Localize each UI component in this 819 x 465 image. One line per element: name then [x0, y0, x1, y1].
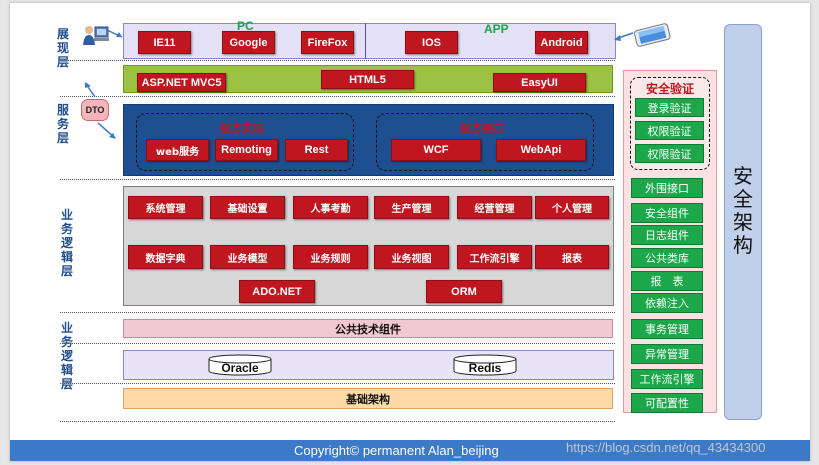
service-impl-title: 服务实现 — [220, 122, 264, 135]
security-architecture-label: 安全架构 — [733, 164, 753, 257]
service-remoting: Remoting — [215, 139, 278, 161]
database-oracle: Oracle — [208, 354, 272, 376]
browser-ie11: IE11 — [138, 31, 191, 54]
module-basic-settings: 基础设置 — [210, 196, 285, 219]
security-architecture-column: 安全架构 — [724, 24, 762, 420]
service-iface-group — [376, 113, 594, 171]
module-production: 生产管理 — [374, 196, 449, 219]
database-icon — [208, 354, 272, 376]
database-oracle-label: Oracle — [221, 361, 259, 375]
app-ios: IOS — [405, 31, 458, 54]
module-business-model: 业务模型 — [210, 245, 285, 269]
security-log-component: 日志组件 — [631, 225, 703, 245]
security-reports: 报 表 — [631, 271, 703, 291]
security-permission-verify-2: 权限验证 — [635, 144, 704, 163]
service-impl-group — [136, 113, 354, 171]
module-orm: ORM — [426, 280, 502, 303]
service-iface-title: 服务接口 — [460, 122, 504, 135]
module-data-dictionary: 数据字典 — [128, 245, 203, 269]
tech-easyui: EasyUI — [493, 73, 586, 92]
service-rest: Rest — [285, 139, 348, 161]
security-component: 安全组件 — [631, 203, 703, 223]
module-hr: 人事考勤 — [293, 196, 368, 219]
module-workflow-engine: 工作流引擎 — [457, 245, 532, 269]
separator — [60, 96, 615, 97]
architecture-diagram: 展现层 服务层 业务逻辑层 业务逻辑层 PC APP IE11 Google F… — [10, 3, 810, 461]
arrow-icon — [85, 82, 96, 98]
service-web: web服务 — [146, 139, 209, 161]
infrastructure-band: 基础架构 — [123, 388, 613, 409]
tech-aspnet-mvc5: ASP.NET MVC5 — [137, 73, 226, 92]
browser-firefox: FireFox — [301, 31, 354, 54]
security-transaction: 事务管理 — [631, 319, 703, 339]
module-personal: 个人管理 — [535, 196, 609, 219]
security-permission-verify: 权限验证 — [635, 121, 704, 140]
data-band — [123, 350, 614, 380]
presentation-band — [123, 23, 616, 59]
arrow-icon — [614, 32, 634, 41]
app-android: Android — [535, 31, 588, 54]
module-business-rules: 业务规则 — [293, 245, 368, 269]
presentation-divider — [365, 23, 366, 59]
phone-icon — [632, 21, 672, 47]
security-exception: 异常管理 — [631, 344, 703, 364]
security-external-interface: 外围接口 — [631, 178, 703, 198]
logic-band — [123, 186, 614, 306]
module-system: 系统管理 — [128, 196, 203, 219]
security-verify-title: 安全验证 — [645, 82, 694, 96]
layer-label-service: 服务层 — [56, 103, 69, 145]
security-common-library: 公共类库 — [631, 248, 703, 268]
separator — [60, 312, 615, 313]
layer-label-business-logic: 业务逻辑层 — [60, 208, 73, 278]
arrow-icon — [97, 122, 116, 139]
footer-bar — [10, 440, 810, 461]
service-wcf: WCF — [391, 139, 481, 161]
browser-google: Google — [222, 31, 275, 54]
tech-html5: HTML5 — [321, 70, 414, 89]
pc-group-title: PC — [237, 19, 254, 33]
module-ado-net: ADO.NET — [239, 280, 315, 303]
module-reports: 报表 — [535, 245, 609, 269]
layer-label-presentation: 展现层 — [56, 27, 69, 69]
separator — [60, 343, 615, 344]
dto-badge: DTO — [81, 99, 109, 121]
module-business-view: 业务视图 — [374, 245, 449, 269]
security-dependency-injection: 依赖注入 — [631, 293, 703, 313]
security-workflow-engine: 工作流引擎 — [631, 369, 703, 389]
pc-user-icon — [82, 23, 110, 49]
database-redis-label: Redis — [468, 361, 502, 375]
database-icon — [453, 354, 517, 376]
footer-copyright: Copyright© permanent Alan_beijing — [294, 443, 499, 458]
database-redis: Redis — [453, 354, 517, 376]
security-configurable: 可配置性 — [631, 393, 703, 413]
service-webapi: WebApi — [496, 139, 586, 161]
app-group-title: APP — [484, 22, 509, 36]
separator — [60, 179, 615, 180]
watermark: https://blog.csdn.net/qq_43434300 — [566, 440, 766, 455]
module-operations: 经营管理 — [457, 196, 532, 219]
arrow-icon — [106, 29, 123, 38]
security-login-verify: 登录验证 — [635, 98, 704, 117]
separator — [60, 60, 615, 61]
separator — [60, 421, 615, 422]
common-components-band: 公共技术组件 — [123, 319, 613, 338]
separator — [60, 383, 615, 384]
layer-label-data-access: 业务逻辑层 — [60, 321, 73, 391]
